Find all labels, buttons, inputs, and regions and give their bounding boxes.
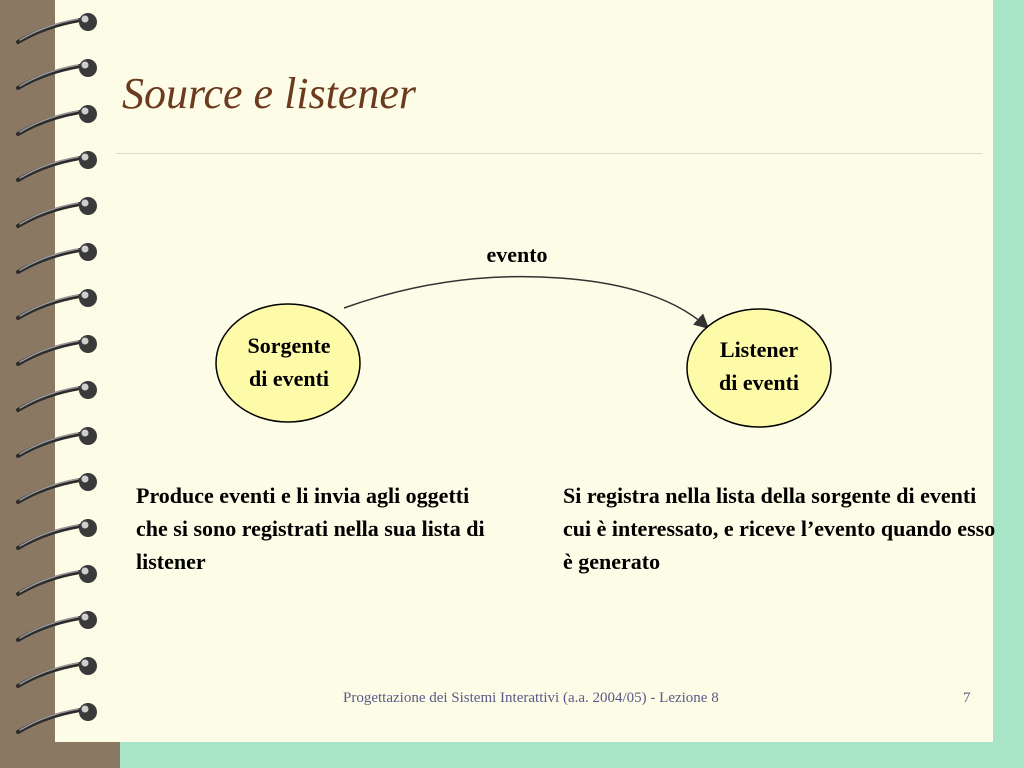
event-label: evento [486, 242, 547, 267]
spiral-ring [16, 335, 97, 366]
title-divider [116, 153, 982, 154]
slide-footer: Progettazione dei Sistemi Interattivi (a… [343, 690, 719, 706]
source-description: Produce eventi e li invia agli oggetti c… [136, 483, 485, 574]
spiral-ring [16, 243, 97, 274]
spiral-ring [16, 611, 97, 642]
listener-description: Si registra nella lista della sorgente d… [563, 483, 996, 574]
event-arrow [343, 275, 710, 329]
spiral-ring [16, 565, 97, 596]
slide-page [55, 0, 993, 742]
spiral-ring [16, 151, 97, 182]
source-node: Sorgente di eventi [215, 303, 361, 423]
listener-node-label-line2: di eventi [719, 370, 799, 395]
slide-title: Source e listener [122, 69, 417, 118]
source-node-ellipse [215, 303, 361, 423]
source-node-label-line1: Sorgente [247, 333, 330, 358]
source-node-label-line2: di eventi [249, 366, 329, 391]
spiral-ring [16, 657, 97, 688]
spiral-ring [16, 197, 97, 228]
spiral-ring [16, 59, 97, 90]
page-number: 7 [963, 690, 971, 706]
listener-node-ellipse [686, 308, 832, 428]
spiral-ring [16, 289, 97, 320]
spiral-ring [16, 381, 97, 412]
spiral-ring [16, 473, 97, 504]
spiral-ring [16, 105, 97, 136]
spiral-ring [16, 519, 97, 550]
spiral-ring [16, 13, 97, 44]
spiral-ring [16, 427, 97, 458]
listener-node-label-line1: Listener [720, 337, 798, 362]
spiral-binding [16, 13, 97, 734]
listener-node: Listener di eventi [686, 308, 832, 428]
spiral-ring [16, 703, 97, 734]
